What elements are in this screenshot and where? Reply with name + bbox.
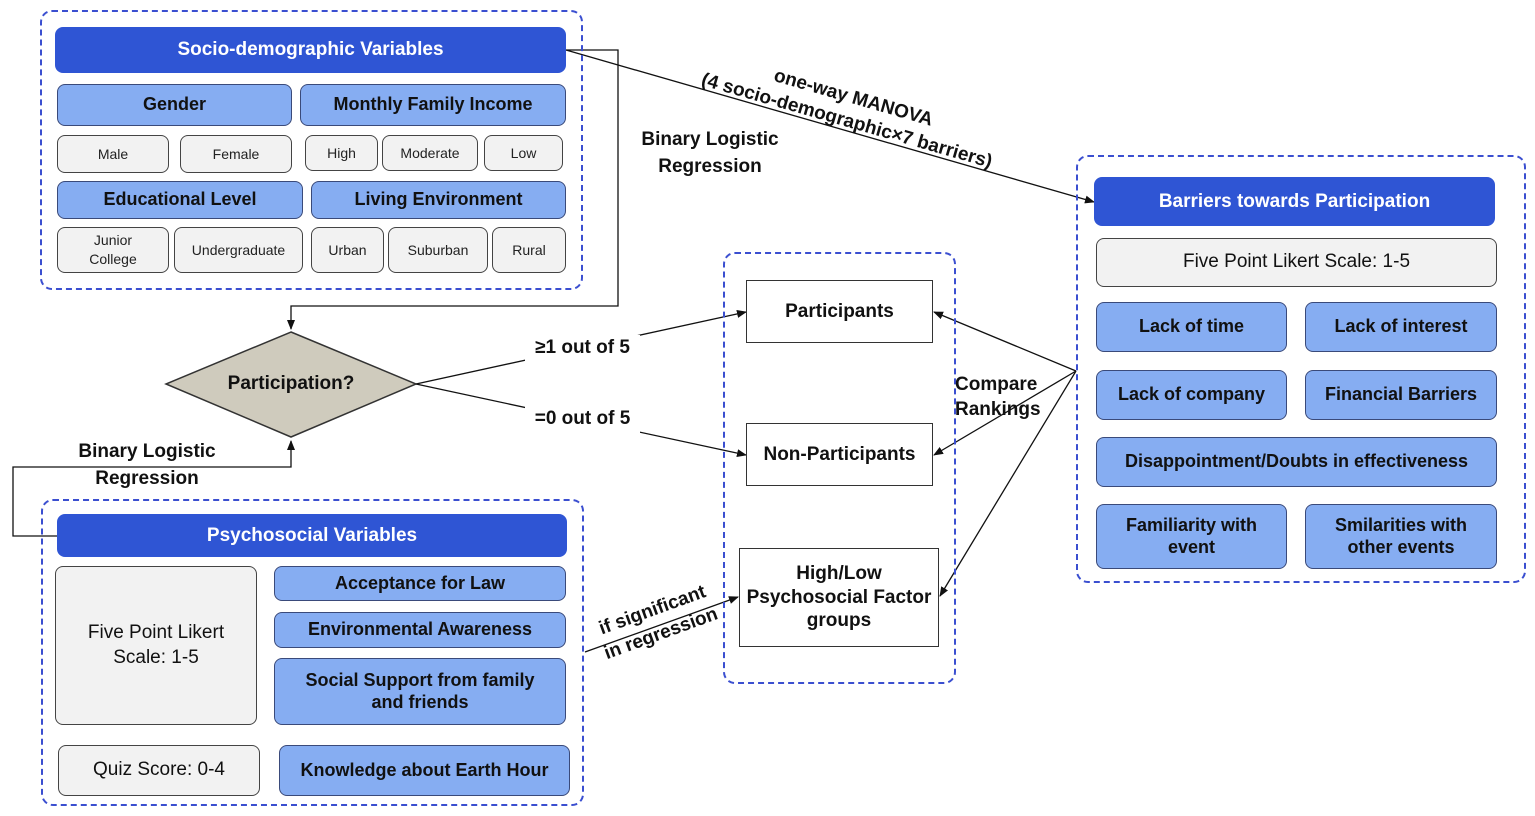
compare-arrow-participants (933, 311, 1077, 372)
barrier-lack-of-interest: Lack of interest (1305, 302, 1497, 352)
significance-arrow (584, 596, 739, 653)
education-label: Educational Level (57, 181, 303, 219)
compare-rankings-label: Compare Rankings (955, 373, 1060, 422)
psycho-environmental-awareness: Environmental Awareness (274, 612, 566, 648)
barrier-financial: Financial Barriers (1305, 370, 1497, 420)
compare-arrow-high-low (939, 370, 1077, 597)
binary-logistic-bottom-label: Binary Logistic Regression (62, 439, 232, 492)
compare-arrow-non-participants (933, 370, 1077, 456)
education-option-undergraduate: Undergraduate (174, 227, 303, 273)
psycho-acceptance-for-law: Acceptance for Law (274, 566, 566, 601)
barriers-group (1076, 155, 1526, 583)
income-option-moderate: Moderate (382, 135, 478, 171)
psychosocial-group (41, 499, 584, 806)
barrier-lack-of-company: Lack of company (1096, 370, 1287, 420)
compare-line2: Rankings (955, 398, 1041, 420)
gender-option-male: Male (57, 135, 169, 173)
high-low-psychosocial-box: High/Low Psychosocial Factor groups (739, 548, 939, 647)
non-participants-box: Non-Participants (746, 423, 933, 486)
living-label: Living Environment (311, 181, 566, 219)
socio-demographic-group (40, 10, 583, 290)
gender-option-female: Female (180, 135, 292, 173)
blr-top-line1: Binary Logistic (641, 129, 779, 150)
blr-bottom-line1: Binary Logistic (78, 441, 216, 462)
no-branch-label: =0 out of 5 (525, 406, 640, 433)
income-option-high: High (305, 135, 378, 171)
education-option-junior-college: Junior College (57, 227, 169, 273)
living-option-rural: Rural (492, 227, 566, 273)
psycho-social-support: Social Support from family and friends (274, 658, 566, 725)
psychosocial-header: Psychosocial Variables (57, 514, 567, 557)
blr-top-line2: Regression (658, 155, 762, 177)
barrier-lack-of-time: Lack of time (1096, 302, 1287, 352)
decision-diamond (164, 331, 418, 438)
socio-demographic-header: Socio-demographic Variables (55, 27, 566, 73)
manova-arrow (565, 49, 1095, 204)
socio-to-decision-arrow (287, 49, 619, 330)
psycho-to-decision-arrow (12, 440, 295, 537)
gender-label: Gender (57, 84, 292, 126)
quiz-score-box: Quiz Score: 0-4 (58, 745, 260, 796)
income-option-low: Low (484, 135, 563, 171)
income-label: Monthly Family Income (300, 84, 566, 126)
psycho-knowledge-earth-hour: Knowledge about Earth Hour (279, 745, 570, 796)
psychosocial-scale: Five Point Likert Scale: 1-5 (55, 566, 257, 725)
barriers-scale: Five Point Likert Scale: 1-5 (1096, 238, 1497, 287)
outcome-groups-container (723, 252, 956, 684)
living-option-suburban: Suburban (388, 227, 488, 273)
blr-bottom-line2: Regression (95, 467, 199, 489)
barriers-header: Barriers towards Participation (1094, 177, 1495, 226)
barrier-disappointment: Disappointment/Doubts in effectiveness (1096, 437, 1497, 487)
yes-branch-label: ≥1 out of 5 (525, 335, 640, 362)
barrier-similarities: Smilarities with other events (1305, 504, 1497, 569)
decision-label: Participation? (227, 373, 355, 394)
compare-line1: Compare (955, 374, 1038, 395)
barrier-familiarity: Familiarity with event (1096, 504, 1287, 569)
participants-box: Participants (746, 280, 933, 343)
living-option-urban: Urban (311, 227, 384, 273)
binary-logistic-top-label: Binary Logistic Regression (625, 127, 795, 180)
